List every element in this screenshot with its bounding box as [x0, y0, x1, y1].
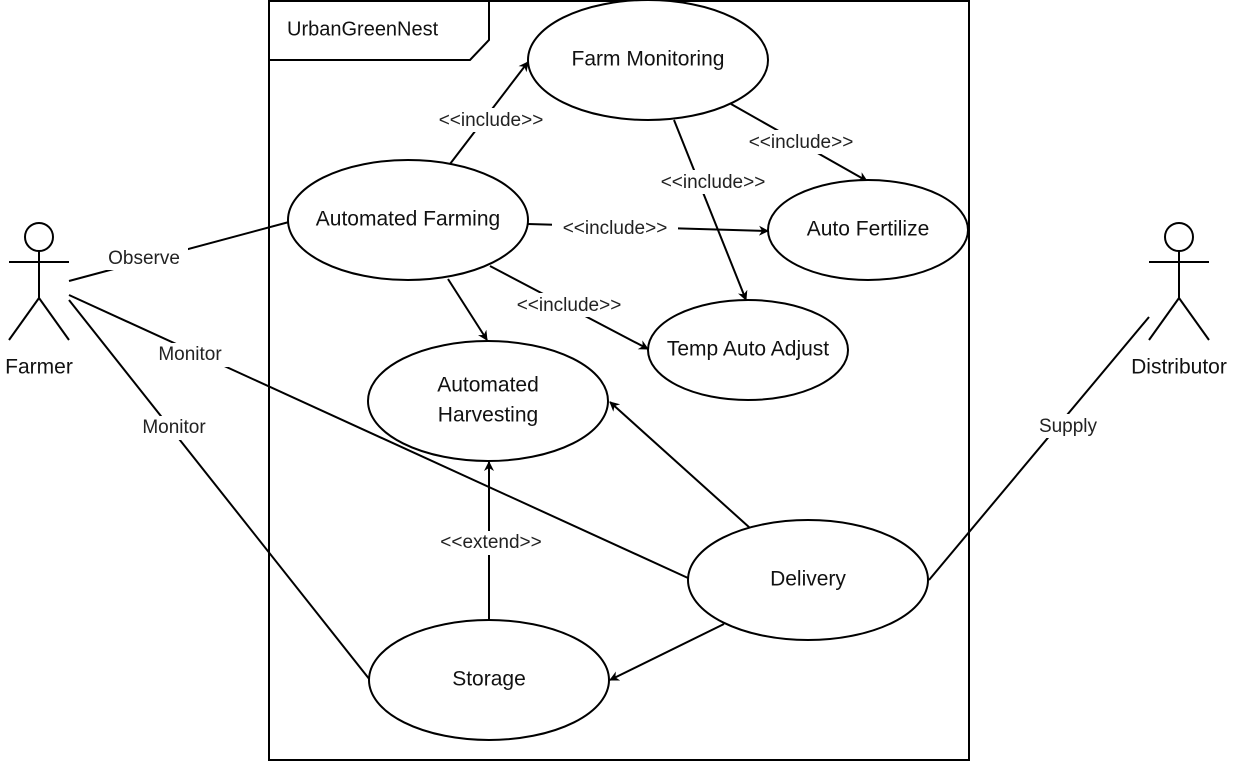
farm-monitoring-label: Farm Monitoring — [572, 48, 725, 71]
include-monitoring-to-temp — [673, 119, 748, 301]
actor-distributor: Distributor — [1131, 222, 1227, 379]
storage-label: Storage — [452, 668, 526, 691]
include-label-monitoring-fertilize: <<include>> — [749, 132, 854, 153]
observe-label: Observe — [108, 248, 180, 269]
delivery-to-harvesting-arrow — [609, 401, 751, 529]
edge-labels: Observe Monitor Monitor Supply <<include… — [100, 108, 1106, 555]
monitor-storage-association — [68, 299, 371, 681]
farming-to-harvesting-arrow — [447, 278, 488, 341]
automated-harvesting-label-line1: Automated — [437, 374, 539, 397]
use-case-storage: Storage — [368, 619, 610, 741]
use-case-automated-farming: Automated Farming — [287, 159, 529, 281]
system-title: UrbanGreenNest — [287, 18, 439, 40]
include-label-farming-temp: <<include>> — [517, 295, 622, 316]
farmer-label: Farmer — [5, 356, 73, 379]
use-case-farm-monitoring: Farm Monitoring — [527, 0, 769, 121]
include-label-monitoring-temp: <<include>> — [661, 172, 766, 193]
automated-harvesting-label-line2: Harvesting — [438, 404, 538, 427]
distributor-label: Distributor — [1131, 356, 1227, 379]
supply-label: Supply — [1039, 416, 1098, 437]
monitor-delivery-label: Monitor — [158, 344, 222, 365]
delivery-to-storage-arrow — [609, 623, 725, 681]
monitor-storage-label: Monitor — [142, 417, 206, 438]
auto-fertilize-label: Auto Fertilize — [807, 218, 930, 241]
include-label-farming-fertilize: <<include>> — [563, 218, 668, 239]
use-case-automated-harvesting: Automated Harvesting — [367, 340, 609, 462]
automated-farming-label: Automated Farming — [316, 208, 500, 231]
delivery-label: Delivery — [770, 568, 846, 591]
distributor-stick-figure-icon — [1148, 222, 1210, 341]
supply-association — [928, 316, 1150, 581]
use-case-auto-fertilize: Auto Fertilize — [767, 179, 969, 281]
connections — [68, 61, 1150, 681]
monitor-delivery-association — [68, 294, 689, 579]
use-case-temp-auto-adjust: Temp Auto Adjust — [647, 299, 849, 401]
actor-farmer: Farmer — [5, 222, 73, 379]
temp-auto-adjust-label: Temp Auto Adjust — [667, 338, 829, 361]
include-label-farming-monitoring: <<include>> — [439, 110, 544, 131]
farmer-stick-figure-icon — [8, 222, 70, 341]
extend-label: <<extend>> — [440, 532, 541, 553]
use-case-delivery: Delivery — [687, 519, 929, 641]
